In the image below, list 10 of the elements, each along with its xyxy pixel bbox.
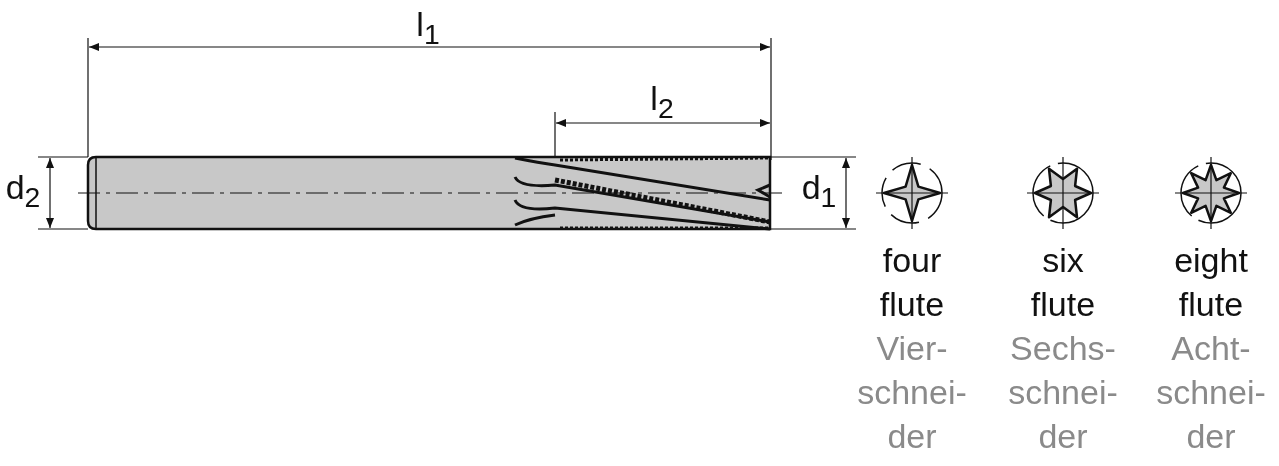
dimension-label: d$_{1}$ bbox=[800, 167, 838, 215]
flute-count-label: Vier- schnei- der bbox=[856, 328, 968, 457]
flute-count-label: six flute bbox=[1029, 240, 1097, 325]
flute-count-label: Acht- schnei- der bbox=[1155, 328, 1267, 457]
flute-count-label: Sechs- schnei- der bbox=[1007, 328, 1119, 457]
flute-count-label: four flute bbox=[878, 240, 946, 325]
dimension-label: d$_{2}$ bbox=[4, 167, 42, 215]
dimension-label: l$_{2}$ bbox=[649, 78, 675, 126]
dimension-label: l$_{1}$ bbox=[415, 4, 441, 52]
flute-count-label: eight flute bbox=[1173, 240, 1249, 325]
